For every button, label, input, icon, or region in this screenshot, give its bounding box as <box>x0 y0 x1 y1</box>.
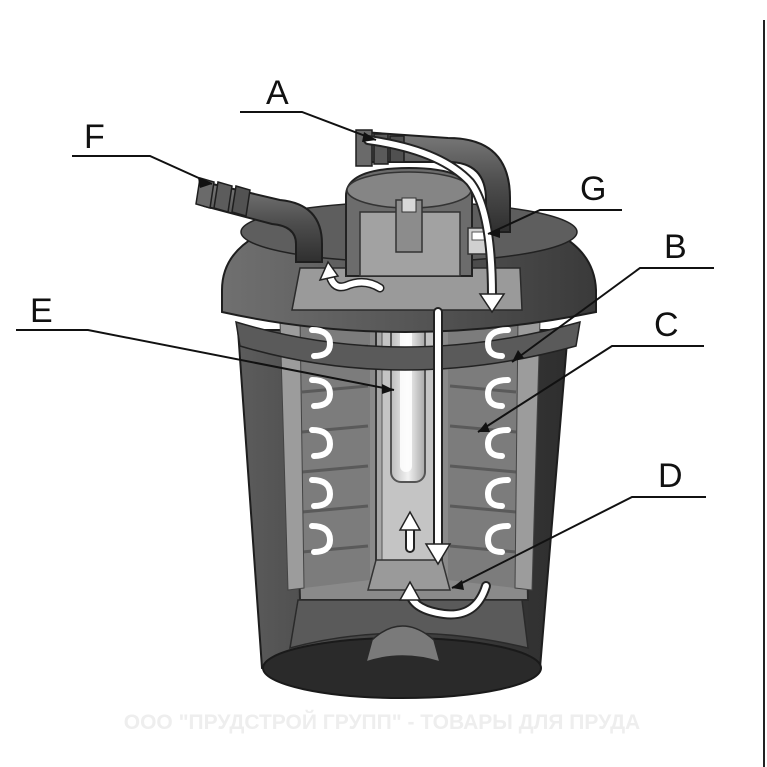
callout-c: C <box>654 306 679 344</box>
flow-arrows <box>325 135 497 620</box>
leader-c <box>477 345 704 433</box>
callout-b: B <box>664 228 687 266</box>
callout-labels: A B C D E F G <box>30 74 687 495</box>
callout-d: D <box>658 457 683 495</box>
callout-g: G <box>580 170 606 208</box>
core-base <box>367 559 451 591</box>
leader-f <box>72 155 213 185</box>
leader-arrowheads <box>198 132 524 590</box>
watermark-text: ООО "ПРУДСТРОЙ ГРУПП" - ТОВАРЫ ДЛЯ ПРУДА <box>124 710 640 734</box>
leader-b <box>511 267 714 363</box>
leader-e <box>16 329 395 391</box>
leader-lines <box>16 111 714 589</box>
callout-f: F <box>84 118 105 156</box>
callout-a: A <box>266 74 289 112</box>
sponge-flow-left <box>309 327 334 555</box>
leader-g <box>487 209 622 235</box>
sponge-flow-right <box>484 327 511 555</box>
callout-e: E <box>30 292 53 330</box>
top-housing <box>345 166 473 277</box>
leader-a <box>240 111 377 141</box>
flow-arrowheads <box>318 260 506 601</box>
leader-d <box>451 496 706 589</box>
